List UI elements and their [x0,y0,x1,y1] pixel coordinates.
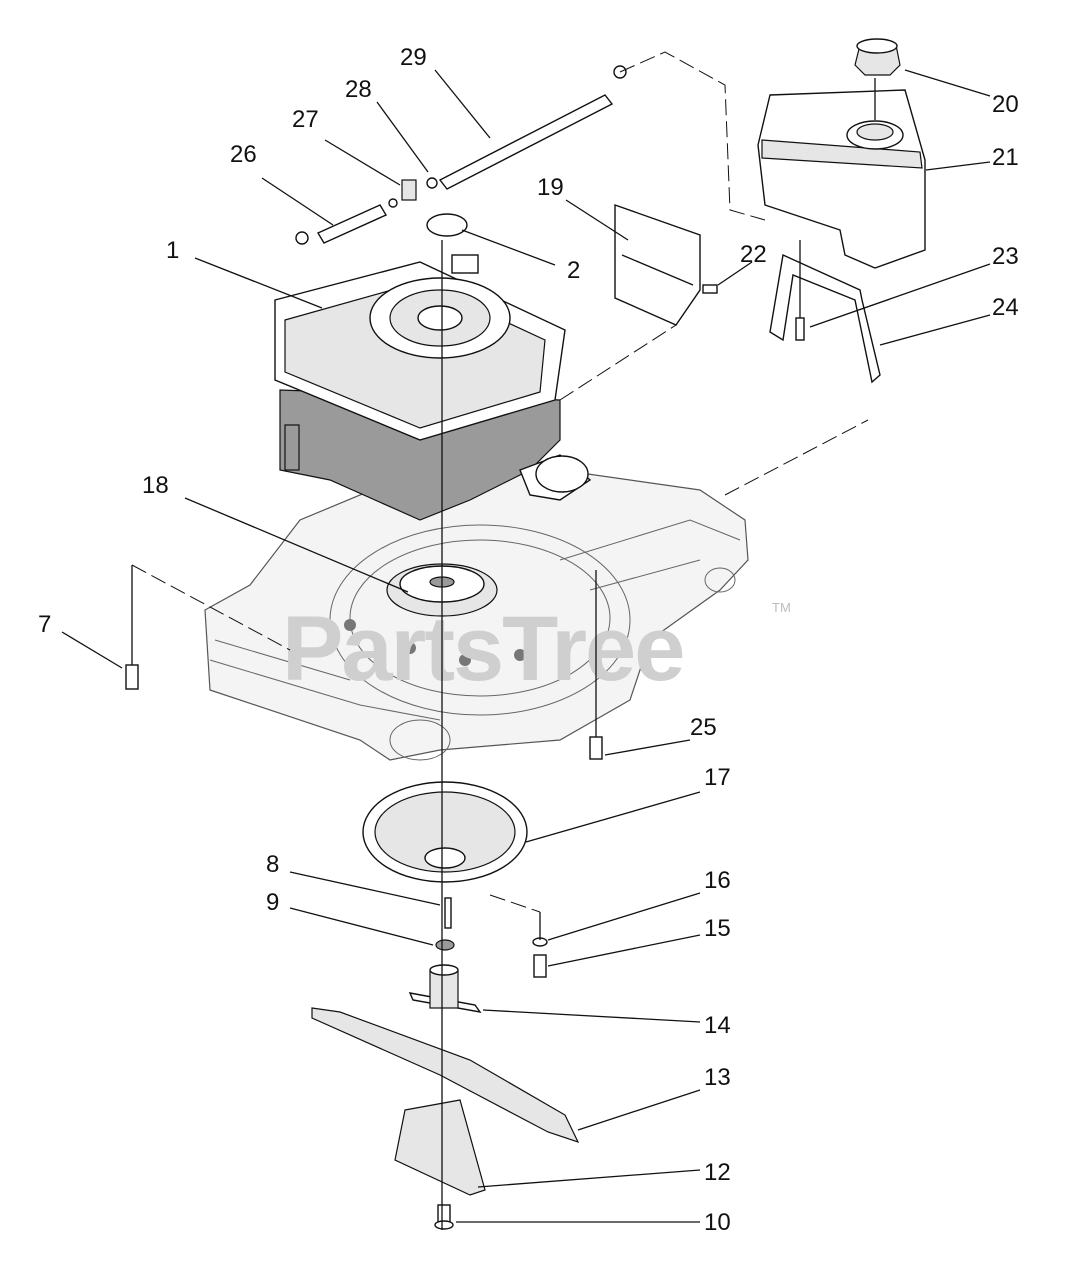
callout-15: 15 [704,915,731,942]
fuel-valve-part-27 [388,179,417,208]
bolt-part-7 [125,664,139,690]
callout-19: 19 [537,174,564,201]
callout-8: 8 [266,851,279,878]
clamp-part-28 [426,177,438,189]
callout-18: 18 [142,472,169,499]
callout-17: 17 [704,764,731,791]
blade-part-13 [311,1007,580,1144]
callout-28: 28 [345,76,372,103]
callout-14: 14 [704,1012,731,1039]
screw-part-23 [795,317,805,341]
mower-deck [204,469,749,761]
callout-24: 24 [992,294,1019,321]
plate-part-17 [362,781,528,883]
callout-26: 26 [230,141,257,168]
fuel-line-part-26 [295,204,388,245]
callout-13: 13 [704,1064,731,1091]
key-part-8 [444,897,452,929]
engine-part-1 [274,254,592,521]
callout-20: 20 [992,91,1019,118]
callout-12: 12 [704,1159,731,1186]
callout-10: 10 [704,1209,731,1236]
bracket-part-19 [614,204,701,326]
callout-7: 7 [38,611,51,638]
callout-27: 27 [292,106,319,133]
tank-bracket-part-24 [769,253,881,384]
callout-25: 25 [690,714,717,741]
callout-16: 16 [704,867,731,894]
callout-29: 29 [400,44,427,71]
decal-part-2 [426,213,468,237]
callout-2: 2 [567,257,580,284]
blade-part-12 [394,1099,486,1196]
callout-22: 22 [740,241,767,268]
bolt-part-10 [434,1204,454,1230]
fuel-line-part-29 [438,65,627,190]
washer-part-9 [435,939,455,951]
watermark-trademark: TM [772,600,791,615]
screw-part-22 [702,284,718,294]
callout-23: 23 [992,243,1019,270]
watermark-text: PartsTree [282,598,683,700]
callout-1: 1 [166,237,179,264]
adapter-part-14 [408,964,482,1013]
fuel-tank-part-21 [757,89,926,269]
callout-9: 9 [266,889,279,916]
bolt-part-15 [533,954,547,978]
callout-21: 21 [992,144,1019,171]
fuel-cap-part-20 [854,38,901,76]
bolt-part-25 [589,736,603,760]
